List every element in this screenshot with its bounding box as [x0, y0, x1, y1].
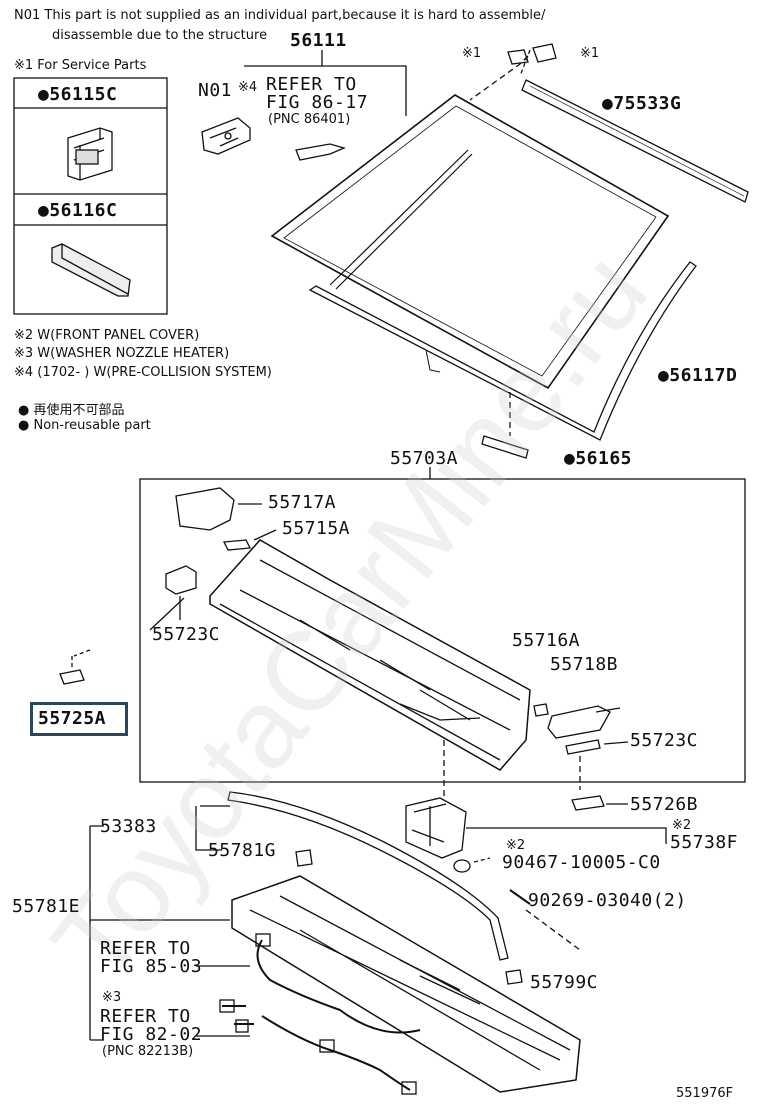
- bracket-55738f-drawing: [405, 797, 467, 859]
- note-2: ※2 W(FRONT PANEL COVER): [14, 328, 200, 343]
- label-56165: ●56165: [564, 448, 633, 469]
- label-75533g: ●75533G: [602, 93, 682, 114]
- label-56111: 56111: [290, 30, 347, 51]
- cowl-panel-box: [139, 478, 746, 783]
- label-90269: 90269-03040(2): [528, 890, 687, 911]
- ref-fig85-line2: FIG 85-03: [100, 956, 203, 977]
- label-56117d: ●56117D: [658, 365, 738, 386]
- mark-2a: ※2: [672, 818, 692, 833]
- legend-nonreuse-jp-text: 再使用不可部品: [33, 403, 125, 418]
- ref-fig82-line3: (PNC 82213B): [102, 1044, 194, 1059]
- note-n01-line2: disassemble due to the structure: [52, 28, 268, 43]
- moulding-75533g-drawing: [521, 79, 749, 203]
- ref-fig86-line1: REFER TO: [266, 74, 357, 95]
- ref-fig85-line1: REFER TO: [100, 938, 191, 959]
- pad-56116c-drawing: [51, 243, 131, 297]
- label-56115c: ●56115C: [38, 84, 118, 105]
- label-55717a: 55717A: [268, 492, 337, 513]
- bracket-n01-drawing: [201, 117, 251, 155]
- diagram-id: 551976F: [676, 1086, 734, 1101]
- mark-1a: ※1: [462, 46, 482, 61]
- cowl-top-panel-drawing: [209, 539, 531, 771]
- note-n01-line1: N01 This part is not supplied as an indi…: [14, 8, 546, 23]
- seal-53383-drawing: [227, 791, 509, 961]
- label-55781g: 55781G: [208, 840, 277, 861]
- label-55703a: 55703A: [390, 448, 459, 469]
- label-90467: 90467-10005-C0: [502, 852, 661, 873]
- note-service-parts: ※1 For Service Parts: [14, 58, 147, 73]
- dam-56117d-drawing: [308, 261, 697, 441]
- note-4: ※4 (1702- ) W(PRE-COLLISION SYSTEM): [14, 365, 272, 380]
- label-55716a: 55716A: [512, 630, 581, 651]
- highlight-box-55725a: [30, 702, 128, 736]
- label-55781e: 55781E: [12, 896, 81, 917]
- ref-fig82-line1: REFER TO: [100, 1006, 191, 1027]
- label-ref4-mark: ※4: [238, 80, 258, 95]
- label-55738f: 55738F: [670, 832, 739, 853]
- legend-nonreuse-en: ● Non-reusable part: [18, 418, 151, 433]
- note-3: ※3 W(WASHER NOZZLE HEATER): [14, 346, 230, 361]
- label-53383: 53383: [100, 816, 157, 837]
- mark-2b: ※2: [506, 838, 526, 853]
- label-56116c: ●56116C: [38, 200, 118, 221]
- label-55725a: 55725A: [38, 708, 107, 729]
- label-55715a: 55715A: [282, 518, 351, 539]
- mark-3: ※3: [102, 990, 122, 1005]
- label-55799c: 55799C: [530, 972, 599, 993]
- clip-56115c-drawing: [67, 127, 113, 181]
- windshield-glass-drawing: [270, 94, 670, 390]
- cowl-lower-panel-drawing: [231, 875, 581, 1093]
- label-55726b: 55726B: [630, 794, 699, 815]
- mark-1b: ※1: [580, 46, 600, 61]
- legend-nonreuse-en-text: Non-reusable part: [33, 418, 151, 433]
- label-55723c-left: 55723C: [152, 624, 221, 645]
- ref-fig86-line3: (PNC 86401): [268, 112, 351, 127]
- label-55718b: 55718B: [550, 654, 619, 675]
- service-parts-box: [13, 77, 168, 315]
- ref-fig86-line2: FIG 86-17: [266, 92, 369, 113]
- ref-fig82-line2: FIG 82-02: [100, 1024, 203, 1045]
- label-55723c-right: 55723C: [630, 730, 699, 751]
- label-n01: N01: [198, 80, 233, 101]
- legend-nonreuse-jp: ● 再使用不可部品: [18, 403, 125, 418]
